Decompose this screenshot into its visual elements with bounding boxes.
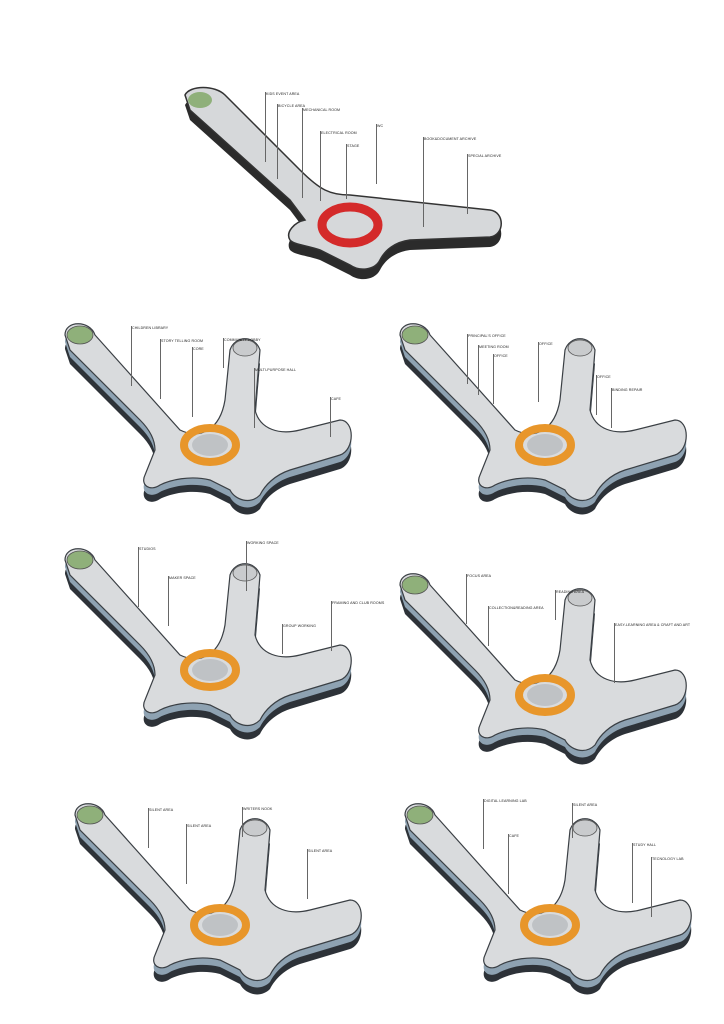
core-ring (515, 424, 575, 466)
leader-line (302, 108, 303, 198)
room-label: MEETING ROOM (479, 345, 509, 349)
floor-plate-6 (74, 803, 362, 995)
leader-line (376, 124, 377, 184)
leader-line (423, 137, 424, 227)
leader-line (192, 347, 193, 417)
leader-line (478, 345, 479, 395)
room-label: MAKER SPACE (169, 576, 196, 580)
room-label: BINDING REPAIR (612, 388, 643, 392)
leader-line (611, 388, 612, 428)
leader-line (596, 375, 597, 415)
floor-plate-2 (64, 323, 352, 515)
leader-line (614, 623, 615, 683)
floor-plate-3 (399, 323, 687, 515)
leader-line (246, 541, 247, 591)
leader-line (160, 339, 161, 399)
leader-line (493, 354, 494, 404)
leader-line (307, 849, 308, 899)
leader-line (538, 342, 539, 402)
leader-line (466, 574, 467, 624)
room-label: STUDY HALL (633, 843, 657, 847)
room-label: MULTI-PURPOSE HALL (255, 368, 297, 372)
leader-line (346, 144, 347, 199)
leader-line (223, 338, 224, 368)
leader-line (282, 624, 283, 654)
leader-line (651, 857, 652, 917)
leader-line (508, 834, 509, 894)
leader-line (632, 843, 633, 903)
leader-line (277, 104, 278, 179)
leader-line (320, 131, 321, 201)
room-label: COMMUNITY LOBBY (224, 338, 261, 342)
core-ring (520, 904, 580, 946)
core-ring (180, 424, 240, 466)
room-label: FRAMING AND CLUB ROOMS (332, 601, 385, 605)
leader-line (467, 154, 468, 214)
core-ring (190, 904, 250, 946)
leader-line (148, 808, 149, 848)
room-label: CORE (193, 347, 204, 351)
room-label: STORY TELLING ROOM (161, 339, 204, 343)
room-label: CAFE (509, 834, 519, 838)
room-label: CAFE (331, 397, 341, 401)
room-label: TECNOLOGY LAB (652, 857, 684, 861)
leader-line (483, 799, 484, 849)
leader-line (467, 334, 468, 384)
leader-line (331, 601, 332, 651)
room-label: SILENT AREA (149, 808, 174, 812)
room-label: BICYCLE AREA (278, 104, 306, 108)
room-label: READING AREA (556, 590, 585, 594)
room-label: BOOK&DOCUMENT ARCHIVE (424, 137, 477, 141)
core-ring (515, 674, 575, 716)
room-label: STAGE (347, 144, 360, 148)
room-label: EASY-LEARNING AREA & CRAFT AND ART (615, 623, 691, 627)
floor-plate-4 (64, 548, 352, 740)
room-label: ELECTRICAL ROOM (321, 131, 357, 135)
leader-line (186, 824, 187, 884)
room-label: CHILDREN LIBRARY (132, 326, 169, 330)
room-label: SILENT AREA (187, 824, 212, 828)
leader-line (265, 92, 266, 162)
room-label: OFFICE (494, 354, 508, 358)
room-label: STUDIOS (139, 547, 156, 551)
room-label: SILENT AREA (573, 803, 598, 807)
room-label: SILENT AREA (308, 849, 333, 853)
room-label: OFFICE (597, 375, 611, 379)
room-label: OFFICE (539, 342, 553, 346)
leader-line (242, 807, 243, 837)
room-label: WC (377, 124, 384, 128)
leader-line (330, 397, 331, 437)
room-label: GROUP WORKING (283, 624, 316, 628)
room-label: PRINCIPAL'S OFFICE (468, 334, 506, 338)
floor-plate-7 (404, 803, 692, 995)
leader-line (555, 590, 556, 620)
room-label: DIGITAL LEARNING LAB (484, 799, 527, 803)
core-ring (180, 649, 240, 691)
leader-line (131, 326, 132, 386)
leader-line (254, 368, 255, 428)
room-label: COLLECTION&READING AREA (489, 606, 544, 610)
room-label: MECHANICAL ROOM (303, 108, 341, 112)
room-label: KIDS EVENT AREA (266, 92, 300, 96)
room-label: WORKING SPACE (247, 541, 279, 545)
leader-line (168, 576, 169, 626)
room-label: WRITERS NOOK (243, 807, 273, 811)
leader-line (138, 547, 139, 607)
floor-plate-5 (399, 573, 687, 765)
stage-ring (317, 202, 383, 248)
leader-line (572, 803, 573, 838)
leader-line (488, 606, 489, 646)
room-label: FOCUS AREA (467, 574, 492, 578)
room-label: SPECIAL ARCHIVE (468, 154, 502, 158)
ground-floor-plate (184, 86, 502, 280)
